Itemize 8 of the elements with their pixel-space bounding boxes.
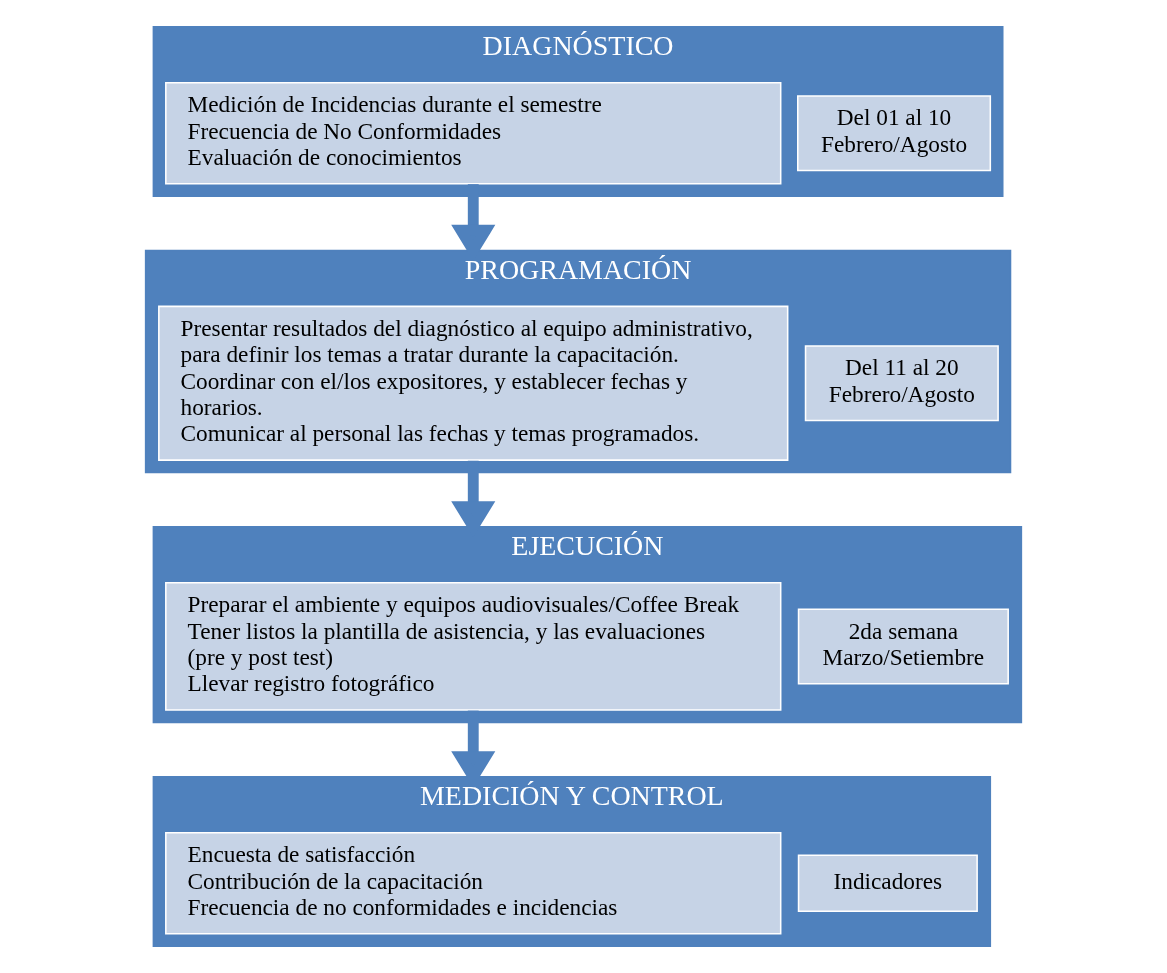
node-box: Del 11 al 20 Febrero/Agosto <box>804 345 999 422</box>
node-box: Preparar el ambiente y equipos audiovisuales/Coffee Break Tener listos la plantilla de asistencia, y las evaluaciones (pre y post test) Llevar registro fotográfico <box>165 582 782 711</box>
node-box: Del 01 al 10 Febrero/Agosto <box>797 95 992 172</box>
node-box: Medición de Incidencias durante el semestre Frecuencia de No Conformidades Evaluación de conocimientos <box>165 82 782 185</box>
node-box: Encuesta de satisfacción Contribución de la capacitación Frecuencia de no conformidades e incidencias <box>165 832 782 935</box>
node-box: Indicadores <box>797 854 978 912</box>
node-box: Presentar resultados del diagnóstico al equipo administrativo, para definir los temas a tratar durante la capacitación. Coordinar con el/los expositores, y establecer fechas y horarios. Comunicar al personal las fechas y temas programados. <box>158 305 789 461</box>
node-box: 2da semana Marzo/Setiembre <box>797 608 1009 685</box>
